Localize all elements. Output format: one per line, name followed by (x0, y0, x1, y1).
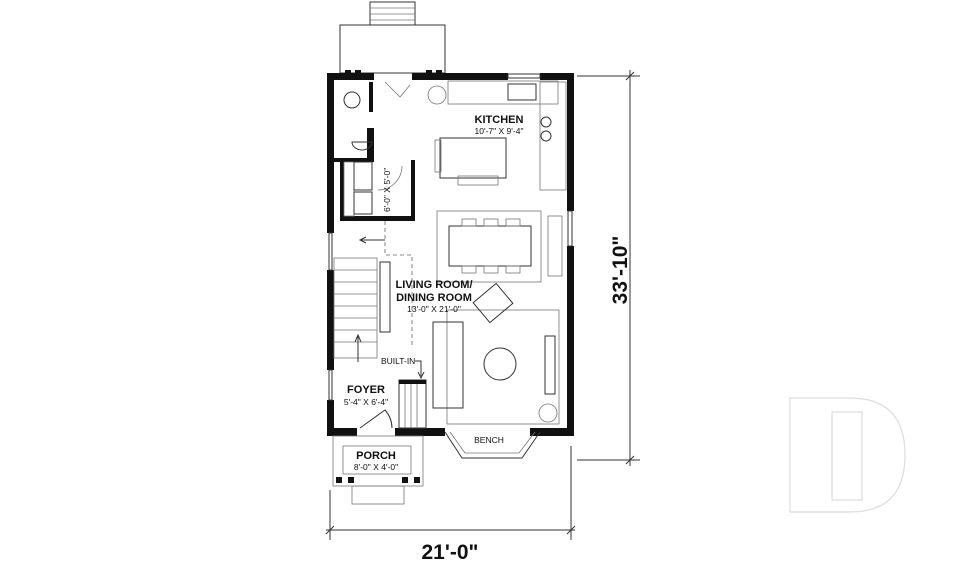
porch-size: 8'-0" X 4'-0" (354, 462, 398, 472)
bay-window-bench: BENCH (444, 431, 541, 459)
depth-dimension: 33'-10" (577, 70, 640, 466)
porch: PORCH 8'-0" X 4'-0" (332, 435, 424, 505)
kitchen: KITCHEN 10'-7" X 9'-4" (427, 80, 567, 191)
living-label-line2: DINING ROOM (396, 292, 472, 304)
depth-dimension-label: 33'-10" (609, 236, 632, 305)
foyer-label: FOYER (347, 384, 385, 396)
porch-label: PORCH (356, 450, 396, 462)
kitchen-size: 10'-7" X 9'-4" (475, 126, 524, 136)
living-label-line1: LIVING ROOM/ (396, 279, 473, 291)
exterior-walls (327, 73, 574, 436)
bench-label: BENCH (474, 435, 504, 445)
width-dimension: 21'-0" (325, 446, 576, 564)
dining-area (436, 210, 563, 283)
interior-walls (334, 81, 415, 221)
width-dimension-label: 21'-0" (422, 541, 479, 564)
stairs (333, 221, 413, 362)
rear-deck (339, 1, 446, 76)
watermark-logo (789, 397, 906, 513)
laundry-size: 6'-0" X 5'-0" (382, 168, 392, 212)
living-size: 13'-0" X 21'-0" (407, 304, 461, 314)
foyer: BUILT-IN FOYER 5'-4" X 6'-4" (344, 356, 427, 429)
living-area: LIVING ROOM/ DINING ROOM 13'-0" X 21'-0" (396, 279, 560, 425)
foyer-size: 5'-4" X 6'-4" (344, 397, 388, 407)
kitchen-label: KITCHEN (475, 114, 524, 126)
built-in-label: BUILT-IN (381, 356, 415, 366)
